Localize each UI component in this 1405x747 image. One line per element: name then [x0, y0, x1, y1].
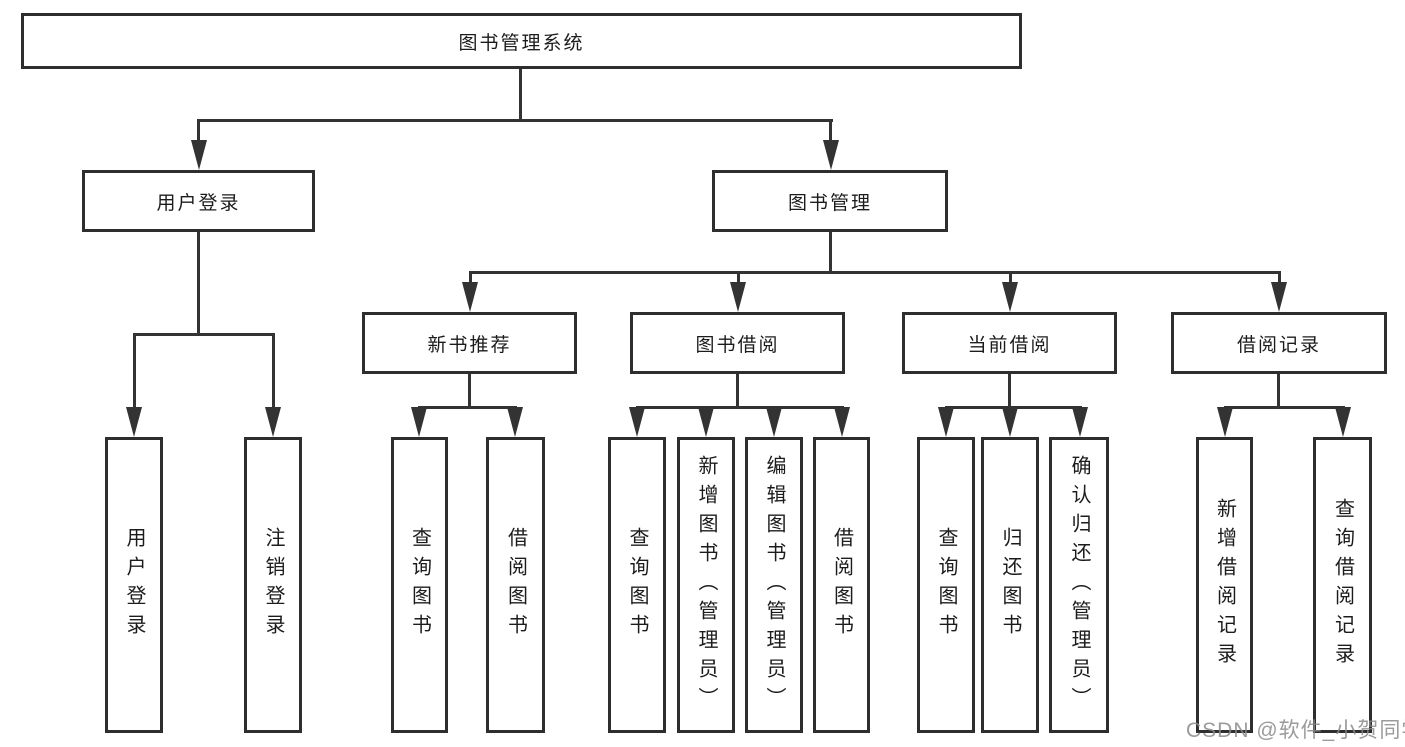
connector-line [418, 406, 517, 409]
connector-line [1008, 374, 1011, 409]
connector-line [133, 333, 275, 336]
connector-line [197, 232, 200, 336]
arrow-down-icon [126, 407, 142, 437]
node-current-borrow: 当前借阅 [902, 312, 1117, 374]
node-book-management: 图书管理 [712, 170, 948, 232]
arrow-down-icon [265, 407, 281, 437]
leaf-query-borrow-record: 查询借阅记录 [1313, 437, 1372, 733]
connector-line [272, 333, 275, 409]
leaf-add-borrow-record: 新增借阅记录 [1196, 437, 1253, 733]
connector-line [469, 271, 472, 285]
node-borrow-records: 借阅记录 [1171, 312, 1387, 374]
arrow-down-icon [834, 407, 850, 437]
arrow-down-icon [629, 407, 645, 437]
node-root-library-system: 图书管理系统 [21, 13, 1022, 69]
node-new-book-recommend: 新书推荐 [362, 312, 577, 374]
node-book-borrow: 图书借阅 [630, 312, 845, 374]
arrow-down-icon [1335, 407, 1351, 437]
connector-line [468, 374, 471, 409]
arrow-down-icon [191, 140, 207, 170]
leaf-user-login: 用户登录 [105, 437, 163, 733]
connector-line [829, 232, 832, 274]
arrow-down-icon [1002, 407, 1018, 437]
arrow-down-icon [507, 407, 523, 437]
arrow-down-icon [411, 407, 427, 437]
leaf-confirm-return-admin: 确认归还（管理员） [1049, 437, 1109, 733]
connector-line [736, 374, 739, 409]
leaf-borrow-book: 借阅图书 [813, 437, 870, 733]
connector-line [829, 119, 832, 143]
connector-line [1009, 271, 1012, 285]
connector-line [636, 406, 844, 409]
leaf-query-book: 查询图书 [917, 437, 975, 733]
connector-line [737, 271, 740, 285]
node-user-login: 用户登录 [82, 170, 315, 232]
arrow-down-icon [1217, 407, 1233, 437]
arrow-down-icon [1271, 282, 1287, 312]
connector-line [133, 333, 136, 409]
connector-line [197, 119, 833, 122]
arrow-down-icon [1002, 282, 1018, 312]
arrow-down-icon [766, 407, 782, 437]
leaf-query-book: 查询图书 [391, 437, 448, 733]
leaf-query-book: 查询图书 [608, 437, 666, 733]
leaf-return-book: 归还图书 [981, 437, 1039, 733]
connector-line [1278, 271, 1281, 285]
leaf-edit-book-admin: 编辑图书（管理员） [745, 437, 803, 733]
csdn-watermark: CSDN @软件_小贺同学 [1186, 719, 1405, 742]
arrow-down-icon [1072, 407, 1088, 437]
leaf-add-book-admin: 新增图书（管理员） [677, 437, 735, 733]
connector-line [1224, 406, 1345, 409]
arrow-down-icon [938, 407, 954, 437]
leaf-logout: 注销登录 [244, 437, 302, 733]
arrow-down-icon [823, 140, 839, 170]
arrow-down-icon [730, 282, 746, 312]
arrow-down-icon [698, 407, 714, 437]
connector-line [197, 119, 200, 143]
connector-line [1277, 374, 1280, 409]
leaf-borrow-book: 借阅图书 [486, 437, 545, 733]
connector-line [519, 69, 522, 121]
arrow-down-icon [462, 282, 478, 312]
connector-line [469, 271, 1281, 274]
